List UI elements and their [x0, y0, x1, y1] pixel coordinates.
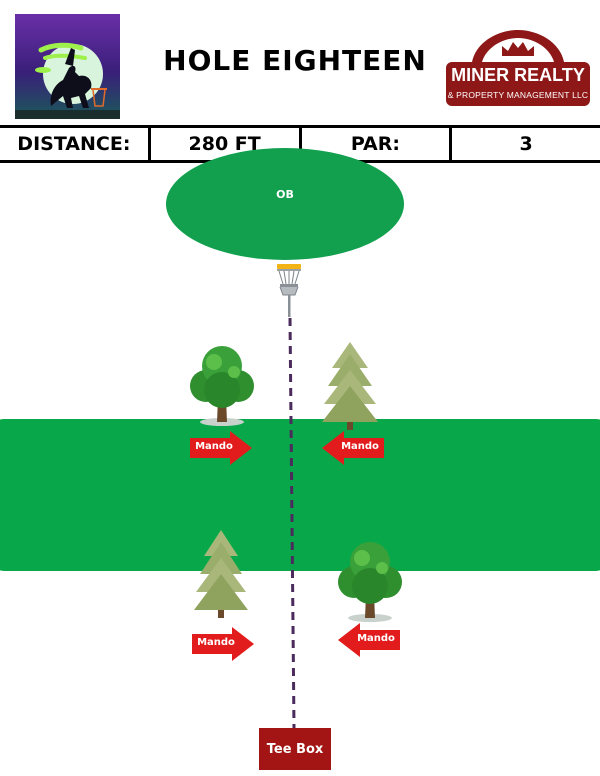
disc-golf-basket-icon — [277, 264, 301, 317]
mando-right: Mando — [190, 431, 252, 465]
arrow-right-icon — [190, 431, 252, 465]
arrow-left-icon — [322, 431, 384, 465]
pine-tree-icon — [322, 342, 378, 430]
ob-label: OB — [276, 188, 294, 201]
mando-left: Mando — [322, 431, 384, 465]
crown-house-icon — [446, 30, 590, 106]
brand-subtitle: & PROPERTY MANAGEMENT LLC — [447, 90, 589, 100]
arrow-right-icon — [192, 627, 254, 661]
distance-label: DISTANCE: — [0, 128, 151, 160]
tee-box: Tee Box — [259, 728, 331, 770]
miner-realty-logo: MINER REALTY & PROPERTY MANAGEMENT LLC — [446, 28, 590, 106]
pine-tree-icon — [194, 530, 248, 618]
deciduous-tree-icon — [338, 542, 402, 622]
mando-label: Mando — [195, 441, 233, 452]
brand-name: MINER REALTY — [451, 65, 585, 85]
mando-right: Mando — [192, 627, 254, 661]
distance-value: 280 FT — [151, 128, 302, 160]
sleepy-hollow-logo — [15, 14, 120, 119]
sleepy-hollow-ii-headless-horseman-logo — [15, 14, 120, 119]
ob-zone — [166, 148, 404, 260]
mando-label: Mando — [197, 637, 235, 648]
fairway-zone — [0, 419, 600, 571]
arrow-left-icon — [338, 623, 400, 657]
par-value: 3 — [519, 133, 533, 155]
mando-left: Mando — [338, 623, 400, 657]
hole-title: HOLE EIGHTEEN — [163, 44, 427, 77]
par-label: PAR: — [302, 128, 453, 160]
mando-label: Mando — [357, 633, 395, 644]
deciduous-tree-icon — [190, 346, 254, 426]
mando-label: Mando — [341, 441, 379, 452]
